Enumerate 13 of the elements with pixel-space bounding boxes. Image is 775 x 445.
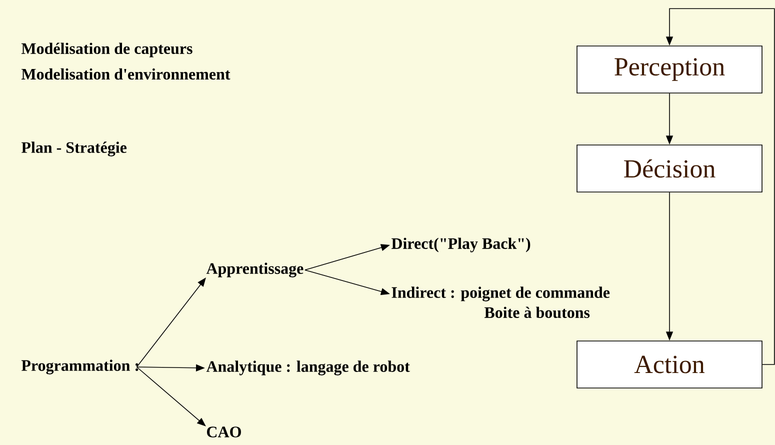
note-text: Modélisation de capteurs [21,42,192,58]
arrow [136,278,206,368]
process-box: Action [576,340,762,388]
branch-text: Analytique : langage de robot [206,360,410,376]
note-text: Modelisation d'environnement [21,68,230,80]
branch-text: Direct("Play Back") [392,238,530,252]
branch-text: Indirect : poignet de commande Boite à boutons [392,286,610,318]
arrow [136,366,206,426]
branch-text: Apprentissage [206,262,304,278]
branch-text: CAO [207,426,241,438]
note-text: Plan - Stratégie [21,142,127,156]
process-box: Perception [576,46,762,94]
process-box: Décision [576,144,762,192]
